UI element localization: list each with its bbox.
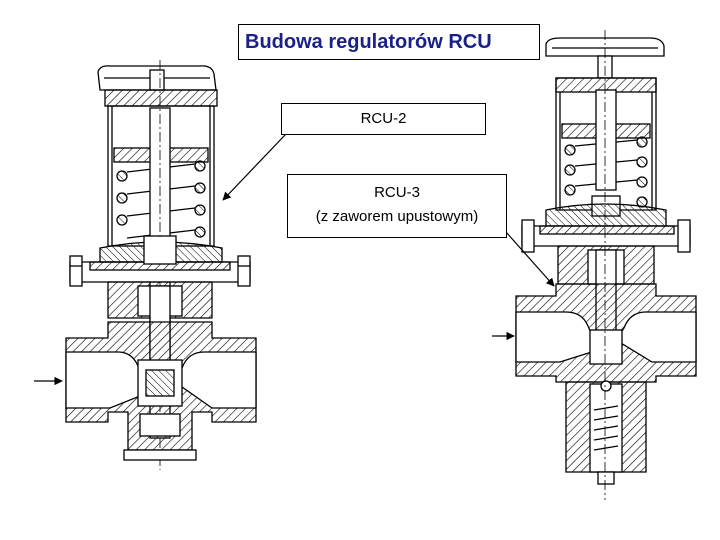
- leader-arrow-icon: [505, 231, 555, 287]
- bolt-icon: [69, 255, 251, 287]
- bolt-icon: [521, 219, 691, 253]
- label-rcu3-description: (z zaworem upustowym): [315, 208, 479, 225]
- hand-knob-icon: [97, 65, 217, 91]
- page-title: Budowa regulatorów RCU: [238, 24, 540, 60]
- rcu3-valve-drawing: [515, 30, 697, 500]
- leader-arrow-icon: [222, 133, 287, 201]
- rcu2-valve-drawing: [65, 60, 257, 470]
- label-rcu2: RCU-2: [281, 103, 486, 135]
- label-rcu3: RCU-3 (z zaworem upustowym): [287, 174, 507, 238]
- spring-icon: [593, 405, 619, 451]
- hand-knob-icon: [545, 37, 665, 57]
- label-rcu3-name: RCU-3: [374, 184, 420, 201]
